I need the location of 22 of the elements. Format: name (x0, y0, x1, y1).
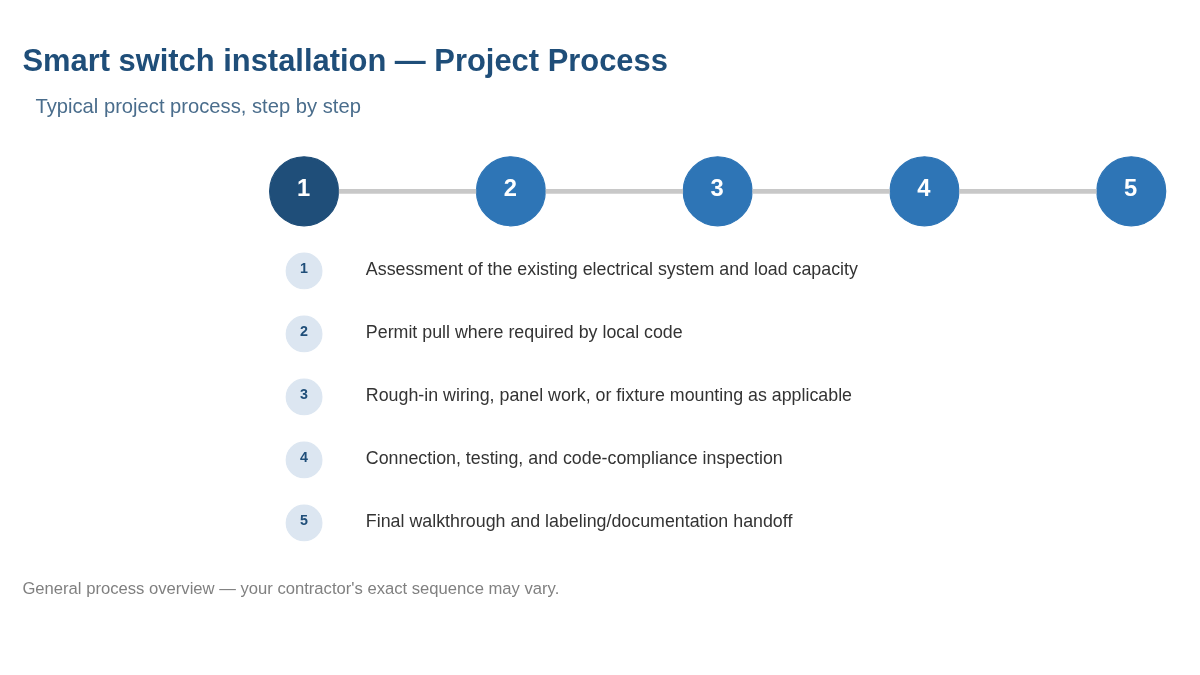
node-label: Connection, testing, and code-compliance inspection (365, 448, 783, 469)
node-circle: 1 (269, 156, 340, 227)
node-circle: 5 (1096, 156, 1167, 227)
caption: General process overview — your contractor's exact sequence may vary. (22, 578, 560, 598)
connector (545, 188, 684, 194)
node-circle: 2 (475, 156, 546, 227)
node-circle: 3 (285, 378, 323, 416)
node-circle: 4 (889, 156, 960, 227)
node-circle: 3 (682, 156, 753, 227)
connector (959, 188, 1097, 194)
label: Typical project process, step by step (35, 94, 361, 117)
node-label: Permit pull where required by local code (365, 322, 683, 343)
node-label: Assessment of the existing electrical system and load capacity (365, 259, 858, 280)
node-circle: 5 (285, 504, 323, 542)
node-circle: 1 (285, 252, 323, 290)
connector (752, 188, 890, 194)
node-label: Rough-in wiring, panel work, or fixture mounting as applicable (365, 385, 853, 406)
node-circle: 2 (285, 315, 323, 353)
node-circle: 4 (285, 441, 323, 479)
node-label: Final walkthrough and labeling/documentation handoff (365, 511, 793, 532)
connector (338, 188, 477, 194)
diagram-title: Smart switch installation — Project Process (22, 43, 668, 79)
